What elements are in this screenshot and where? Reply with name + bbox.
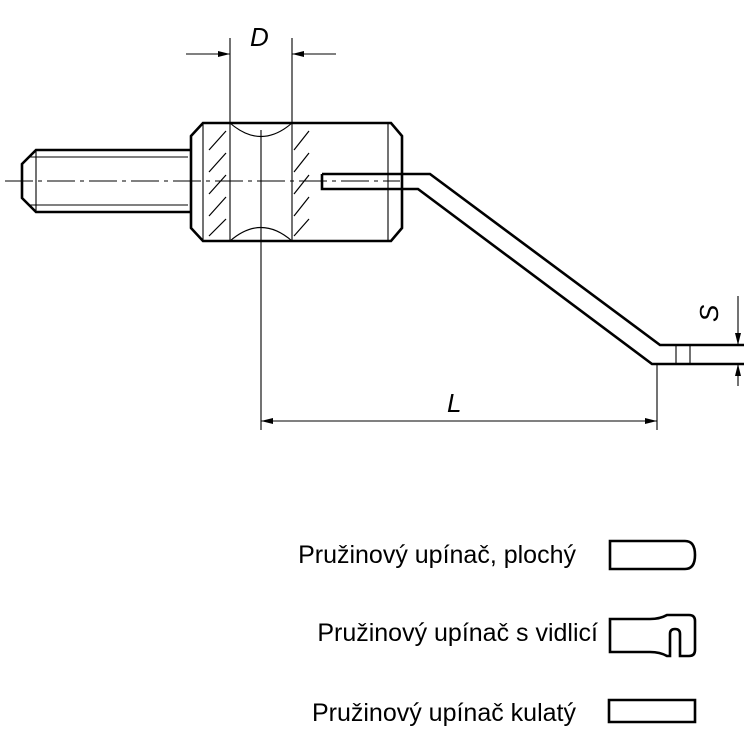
flat-tip-icon [608, 539, 697, 571]
legend: Pružinový upínač, plochý Pružinový upína… [298, 539, 697, 727]
dimension-l: L [260, 130, 658, 430]
dimension-s-label: S [694, 304, 724, 322]
dimension-d-label: D [250, 22, 269, 52]
legend-label-round: Pružinový upínač kulatý [312, 699, 577, 727]
section-hatching [208, 130, 310, 237]
fork-tip-icon [608, 613, 697, 658]
dimension-s: S [694, 296, 741, 386]
legend-label-flat: Pružinový upínač, plochý [298, 541, 576, 569]
grooved-body [189, 121, 404, 243]
legend-label-fork: Pružinový upínač s vidlicí [317, 619, 598, 647]
round-tip-icon [607, 698, 697, 724]
spring-clamp [320, 172, 744, 366]
dimension-d: D [186, 22, 336, 123]
dimension-l-label: L [447, 388, 461, 418]
